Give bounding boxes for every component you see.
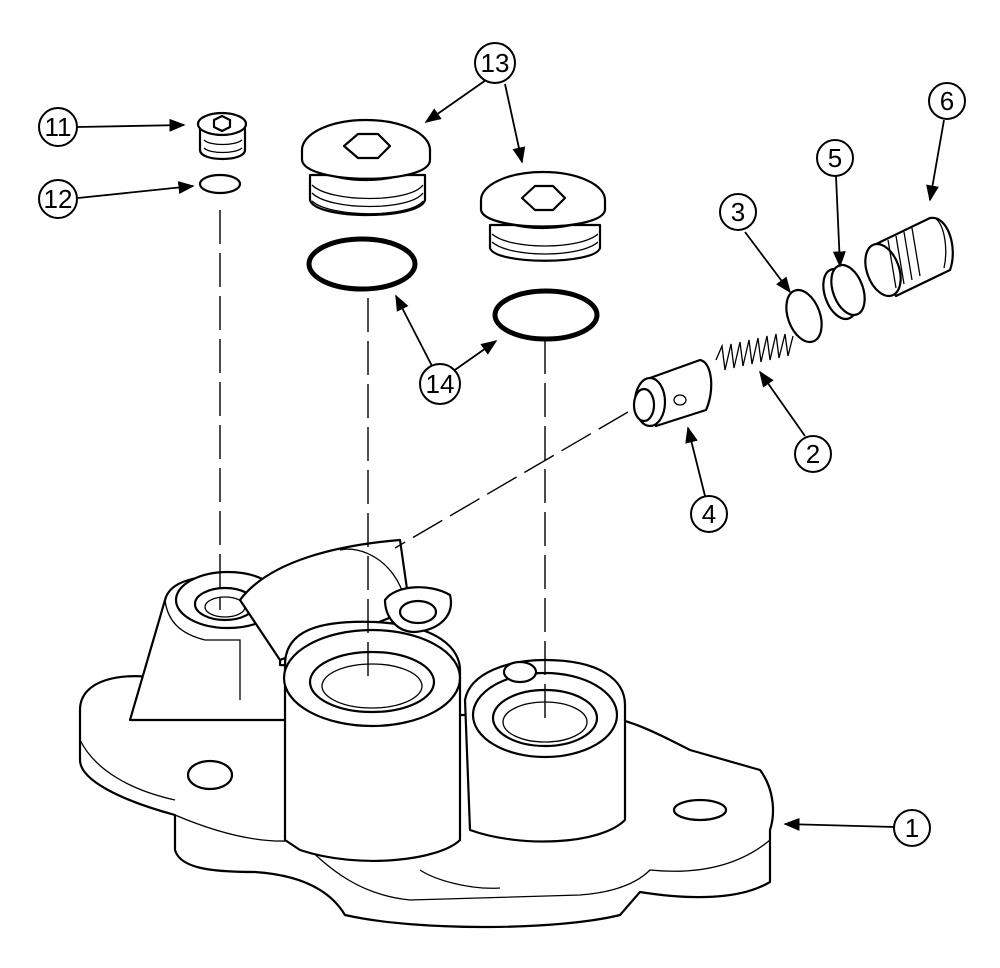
valve-spool <box>632 358 713 428</box>
callout-4: 4 <box>685 426 728 533</box>
callout-label-6: 6 <box>940 86 954 116</box>
backup-washer <box>822 263 866 321</box>
callout-label-3: 3 <box>731 197 745 227</box>
small-plug <box>196 111 248 160</box>
callout-5: 5 <box>816 139 854 268</box>
callout-label-1: 1 <box>905 813 919 843</box>
threaded-fitting <box>864 216 954 298</box>
large-o-ring-left <box>306 236 418 292</box>
callout-label-13: 13 <box>481 48 510 78</box>
callout-label-4: 4 <box>702 499 716 529</box>
callout-label-2: 2 <box>806 439 820 469</box>
callout-2: 2 <box>759 370 832 473</box>
pilot-o-ring <box>785 288 823 344</box>
callout-label-11: 11 <box>45 112 72 142</box>
small-o-ring <box>198 173 242 195</box>
large-plug-right <box>479 170 607 262</box>
callout-1: 1 <box>783 809 931 847</box>
callout-13: 13 <box>424 42 526 164</box>
large-o-ring-right <box>492 288 600 342</box>
spring <box>715 333 794 371</box>
callout-11: 11 <box>38 107 186 147</box>
callout-3: 3 <box>719 193 791 294</box>
large-plug-left <box>300 118 432 217</box>
callout-12: 12 <box>38 179 195 219</box>
callout-label-14: 14 <box>426 369 455 399</box>
assembly-lines <box>219 210 629 720</box>
callout-14: 14 <box>395 294 498 405</box>
valve-housing <box>78 538 775 929</box>
callout-label-5: 5 <box>828 143 842 173</box>
callout-label-12: 12 <box>44 184 73 214</box>
callout-6: 6 <box>926 82 966 202</box>
